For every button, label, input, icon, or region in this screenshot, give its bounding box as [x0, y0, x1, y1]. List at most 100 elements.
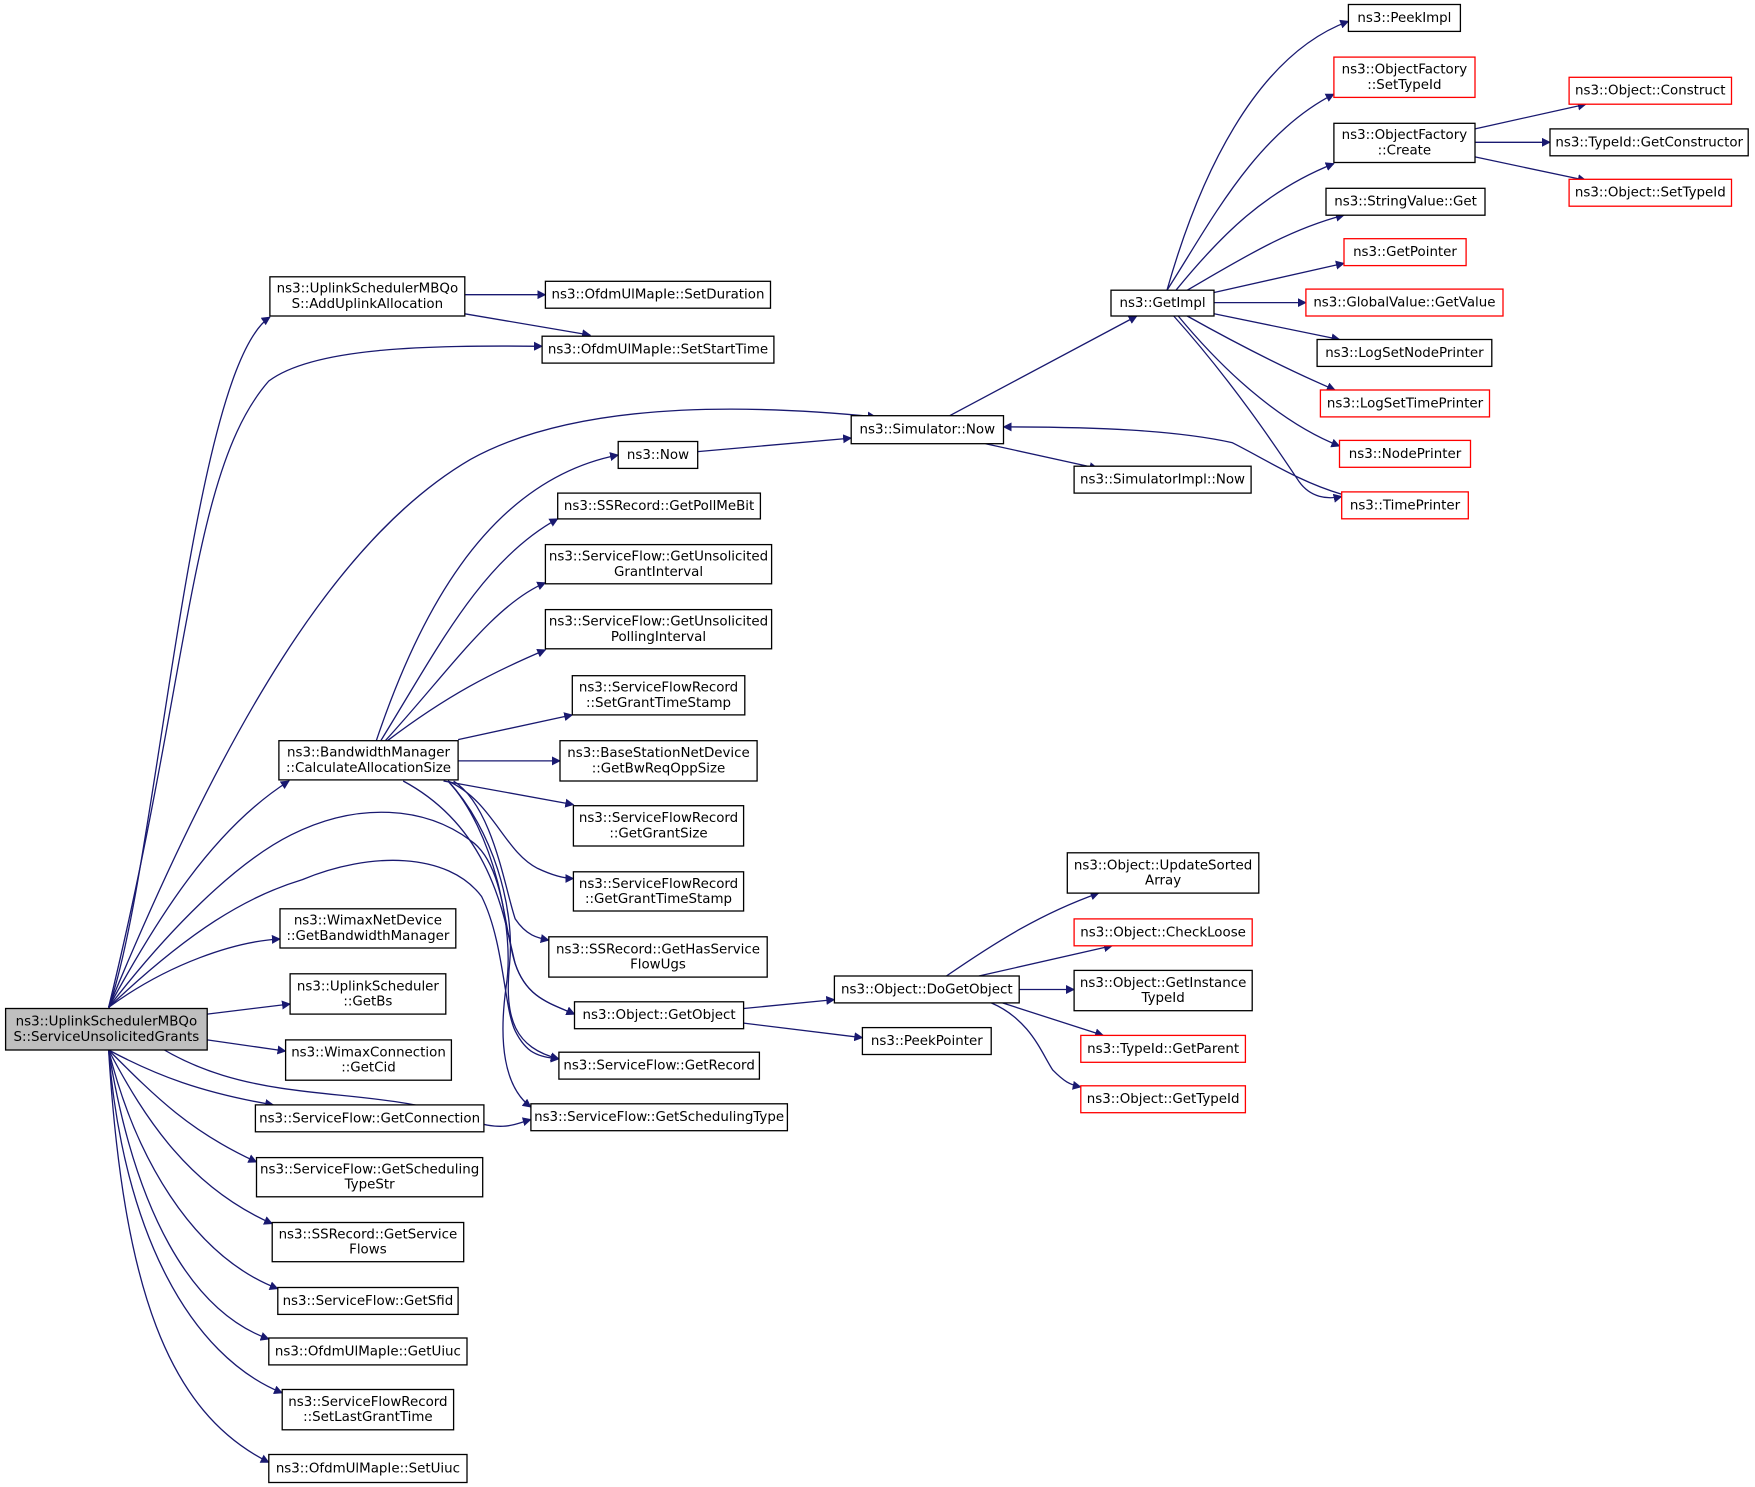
- node-ofCreate[interactable]: ns3::ObjectFactory::Create: [1333, 122, 1476, 164]
- node-label: ns3::Object::UpdateSorted: [1074, 858, 1252, 873]
- edge-bwManager-to-getGrantSize: [443, 780, 575, 808]
- node-label: ::GetGrantTimeStamp: [585, 892, 732, 907]
- node-getRecord[interactable]: ns3::ServiceFlow::GetRecord: [558, 1051, 761, 1080]
- node-addUplink[interactable]: ns3::UplinkSchedulerMBQoS::AddUplinkAllo…: [269, 276, 466, 317]
- node-label: ns3::ServiceFlow::GetSfid: [283, 1294, 454, 1309]
- edge-bwManager-to-getUnsPoll: [387, 648, 547, 742]
- edge-getImpl-to-ofSetTypeId: [1166, 93, 1335, 291]
- node-box: [1325, 187, 1486, 216]
- node-getConstructor[interactable]: ns3::TypeId::GetConstructor: [1549, 128, 1749, 157]
- node-setDuration[interactable]: ns3::OfdmUlMapIe::SetDuration: [544, 280, 772, 309]
- node-label: ::GetBwReqOppSize: [592, 761, 726, 776]
- node-label: ns3::ServiceFlow::GetRecord: [563, 1059, 754, 1074]
- node-box: [279, 908, 457, 949]
- edge-root-to-getSchedType: [108, 1006, 532, 1127]
- node-box: [1341, 491, 1469, 520]
- edge-bwManager-to-getHasSF: [453, 780, 550, 943]
- node-label: ns3::UplinkSchedulerMBQo: [277, 282, 459, 297]
- edge-bwManager-to-setGrantTS: [457, 712, 574, 741]
- node-setLastGrant[interactable]: ns3::ServiceFlowRecord::SetLastGrantTime: [281, 1388, 455, 1431]
- node-getBs[interactable]: ns3::UplinkScheduler::GetBs: [289, 973, 447, 1015]
- node-box: [1080, 1034, 1247, 1063]
- edge-bwManager-to-ns3Now: [375, 452, 620, 741]
- edge-root-to-getCid: [207, 1039, 287, 1055]
- node-label: TypeStr: [344, 1178, 396, 1193]
- node-getGrantTS[interactable]: ns3::ServiceFlowRecord::GetGrantTimeStam…: [572, 871, 745, 912]
- node-label: ns3::Object::CheckLoose: [1080, 925, 1246, 940]
- node-getConnection[interactable]: ns3::ServiceFlow::GetConnection: [254, 1104, 485, 1133]
- node-label: ::SetGrantTimeStamp: [586, 696, 731, 711]
- node-label: ns3::Now: [627, 448, 689, 463]
- node-simNow[interactable]: ns3::Simulator::Now: [850, 415, 1005, 445]
- node-label: ns3::UplinkScheduler: [297, 979, 440, 994]
- edge-root-to-getSchedStr: [108, 1049, 258, 1163]
- edge-ofCreate-to-objConstruct: [1474, 101, 1587, 130]
- node-getBwMgr[interactable]: ns3::WimaxNetDevice::GetBandwidthManager: [279, 908, 457, 949]
- node-checkLoose[interactable]: ns3::Object::CheckLoose: [1073, 918, 1253, 947]
- edge-getImpl-to-stringGet: [1186, 212, 1345, 291]
- node-bwManager[interactable]: ns3::BandwidthManager::CalculateAllocati…: [278, 740, 459, 781]
- node-label: ns3::ServiceFlowRecord: [579, 681, 738, 696]
- node-getGrantSize[interactable]: ns3::ServiceFlowRecord::GetGrantSize: [572, 805, 745, 847]
- node-setUiuc[interactable]: ns3::OfdmUlMapIe::SetUiuc: [268, 1453, 468, 1484]
- node-getUnsPoll[interactable]: ns3::ServiceFlow::GetUnsolicitedPollingI…: [544, 608, 773, 650]
- node-getUnsGrant[interactable]: ns3::ServiceFlow::GetUnsolicitedGrantInt…: [544, 543, 773, 585]
- node-box: [833, 975, 1020, 1004]
- node-box: [1073, 918, 1253, 947]
- node-box: [278, 740, 459, 781]
- node-logTimePrinter[interactable]: ns3::LogSetTimePrinter: [1319, 389, 1491, 418]
- node-objConstruct[interactable]: ns3::Object::Construct: [1568, 76, 1733, 105]
- node-getImpl[interactable]: ns3::GetImpl: [1110, 289, 1215, 317]
- node-ofSetTypeId[interactable]: ns3::ObjectFactory::SetTypeId: [1333, 56, 1476, 99]
- node-label: ns3::Object::Construct: [1575, 84, 1726, 99]
- node-box: [571, 675, 746, 716]
- node-getParent[interactable]: ns3::TypeId::GetParent: [1080, 1034, 1247, 1063]
- node-logNodePrinter[interactable]: ns3::LogSetNodePrinter: [1316, 338, 1493, 368]
- node-getPointer[interactable]: ns3::GetPointer: [1343, 238, 1467, 267]
- node-peekImpl[interactable]: ns3::PeekImpl: [1347, 3, 1462, 33]
- edge-root-to-getUiuc: [107, 1049, 270, 1341]
- node-label: ::CalculateAllocationSize: [286, 761, 451, 776]
- edge-root-to-getBwMgr: [108, 934, 281, 1008]
- edge-getImpl-to-nodePrinter: [1177, 315, 1341, 448]
- node-setGrantTS[interactable]: ns3::ServiceFlowRecord::SetGrantTimeStam…: [571, 675, 746, 716]
- node-getBwReq[interactable]: ns3::BaseStationNetDevice::GetBwReqOppSi…: [559, 740, 758, 782]
- node-box: [1073, 969, 1253, 1012]
- edge-ofCreate-to-objSetTypeId: [1474, 156, 1587, 184]
- node-nodePrinter[interactable]: ns3::NodePrinter: [1338, 439, 1472, 468]
- node-simImplNow[interactable]: ns3::SimulatorImpl::Now: [1073, 465, 1252, 494]
- node-objSetTypeId[interactable]: ns3::Object::SetTypeId: [1568, 178, 1733, 207]
- node-timePrinter[interactable]: ns3::TimePrinter: [1341, 491, 1469, 520]
- node-label: ns3::OfdmUlMapIe::SetStartTime: [548, 343, 768, 358]
- edge-bwManager-to-getPollMeBit: [380, 518, 559, 742]
- node-getCid[interactable]: ns3::WimaxConnection::GetCid: [284, 1039, 453, 1081]
- node-globalGetValue[interactable]: ns3::GlobalValue::GetValue: [1305, 288, 1504, 317]
- node-peekPointer[interactable]: ns3::PeekPointer: [861, 1026, 992, 1056]
- node-getSchedType[interactable]: ns3::ServiceFlow::GetSchedulingType: [530, 1103, 789, 1132]
- edge-simNow-to-simImplNow: [985, 443, 1099, 472]
- node-getUiuc[interactable]: ns3::OfdmUlMapIe::GetUiuc: [268, 1337, 468, 1366]
- node-getTypeId[interactable]: ns3::Object::GetTypeId: [1080, 1085, 1247, 1114]
- node-doGetObject[interactable]: ns3::Object::DoGetObject: [833, 975, 1020, 1004]
- node-label: S::ServiceUnsolicitedGrants: [14, 1030, 200, 1045]
- node-getObject[interactable]: ns3::Object::GetObject: [573, 1001, 745, 1030]
- node-label: ns3::LogSetNodePrinter: [1325, 346, 1484, 361]
- node-root[interactable]: ns3::UplinkSchedulerMBQoS::ServiceUnsoli…: [4, 1007, 208, 1051]
- node-box: [277, 1286, 459, 1316]
- node-box: [530, 1103, 789, 1132]
- node-label: ns3::Object::GetObject: [583, 1008, 736, 1023]
- node-getPollMeBit[interactable]: ns3::SSRecord::GetPollMeBit: [557, 492, 762, 520]
- edge-doGetObject-to-updateSorted: [946, 891, 1100, 977]
- edge-getImpl-to-logTimePrinter: [1186, 315, 1336, 391]
- node-setStartTime[interactable]: ns3::OfdmUlMapIe::SetStartTime: [541, 335, 775, 364]
- node-ns3Now[interactable]: ns3::Now: [617, 440, 699, 470]
- node-getSfid[interactable]: ns3::ServiceFlow::GetSfid: [277, 1286, 459, 1316]
- node-box: [289, 973, 447, 1015]
- node-box: [268, 1453, 468, 1484]
- node-stringGet[interactable]: ns3::StringValue::Get: [1325, 187, 1486, 216]
